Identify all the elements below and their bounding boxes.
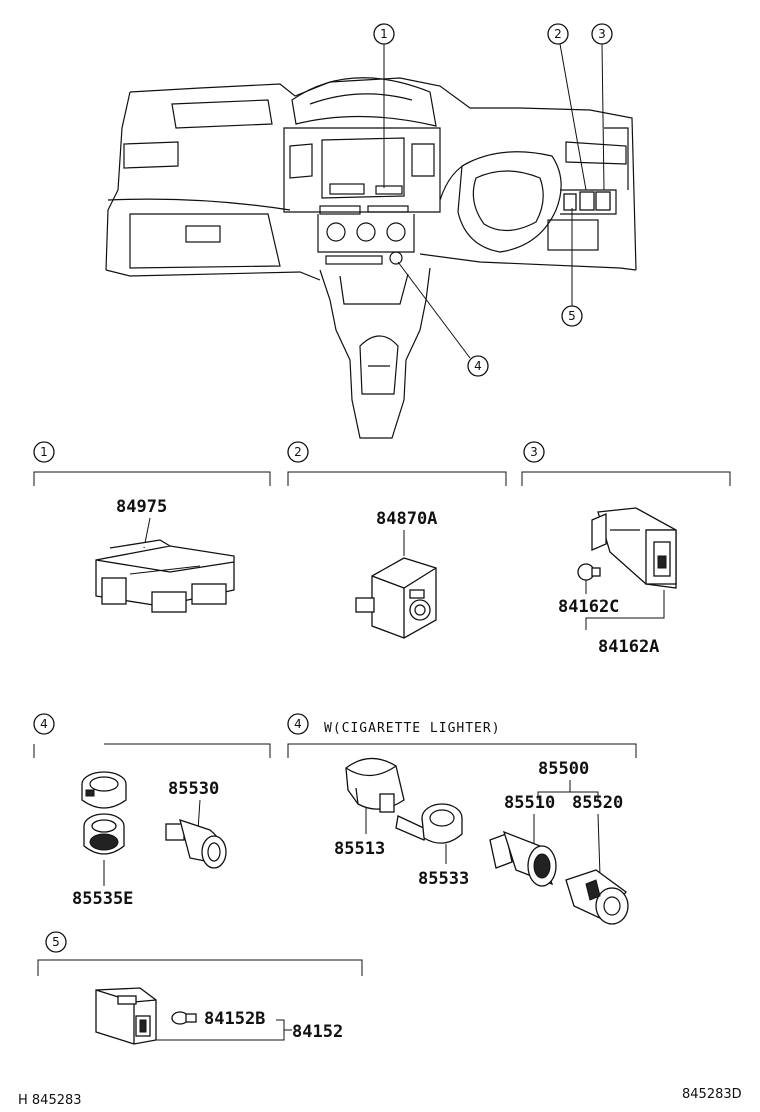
ring-85533-icon [395, 803, 463, 844]
svg-text:4: 4 [294, 717, 302, 731]
svg-text:2: 2 [294, 445, 302, 459]
dashboard-overview [105, 77, 637, 439]
svg-text:3: 3 [530, 445, 538, 459]
bulb-84162C-icon [577, 563, 601, 581]
lighter-plug-85520-icon [565, 869, 629, 925]
lighter-caption: W(CIGARETTE LIGHTER) [324, 721, 501, 736]
part-84162C: 84162C [558, 597, 619, 617]
section-3: 3 84162C 84162A [521, 441, 731, 657]
part-84162A: 84162A [598, 637, 659, 657]
section-2: 2 84870A [287, 441, 507, 639]
callout-1-top: 1 [373, 23, 395, 45]
part-84870A: 84870A [376, 509, 437, 529]
callout-5-top: 5 [561, 305, 583, 327]
callout-2-top: 2 [547, 23, 569, 45]
switch-84975-icon [95, 539, 235, 613]
part-85500: 85500 [538, 759, 589, 779]
part-85533: 85533 [418, 869, 469, 889]
section-5: 5 84152B 84152 [37, 931, 363, 1045]
part-85510: 85510 [504, 793, 555, 813]
part-85530: 85530 [168, 779, 219, 799]
svg-text:1: 1 [380, 27, 388, 41]
svg-text:5: 5 [52, 935, 60, 949]
part-85520: 85520 [572, 793, 623, 813]
retainer-85513-icon [345, 757, 405, 813]
section-1: 1 84975 [33, 441, 271, 613]
bulb-84152B-icon [171, 1011, 197, 1025]
overview-leaders [383, 43, 605, 359]
socket-cover-icon [81, 771, 127, 809]
socket-ring-icon [83, 813, 125, 855]
switch-84162A-icon [591, 507, 677, 589]
socket-85530-icon [165, 819, 227, 869]
part-85513: 85513 [334, 839, 385, 859]
mirror-switch-84870A-icon [355, 557, 437, 639]
footer-right-ref: 845283D [682, 1087, 742, 1102]
svg-text:3: 3 [598, 27, 606, 41]
part-85535E: 85535E [72, 889, 133, 909]
callout-3-top: 3 [591, 23, 613, 45]
dimmer-switch-84152-icon [95, 987, 157, 1045]
lighter-socket-85510-icon [489, 830, 557, 887]
svg-text:5: 5 [568, 309, 576, 323]
svg-text:4: 4 [40, 717, 48, 731]
svg-text:1: 1 [40, 445, 48, 459]
section-4-socket: 4 85535E 85530 [33, 713, 271, 909]
part-84975: 84975 [116, 497, 167, 517]
part-84152: 84152 [292, 1022, 343, 1042]
svg-text:2: 2 [554, 27, 562, 41]
part-84152B: 84152B [204, 1009, 265, 1029]
section-4-lighter: 4 W(CIGARETTE LIGHTER) 85513 85533 85500… [287, 713, 637, 925]
footer: H 845283 845283D [18, 1087, 742, 1108]
svg-text:4: 4 [474, 359, 482, 373]
callout-4-top: 4 [467, 355, 489, 377]
footer-left-ref: H 845283 [18, 1093, 82, 1108]
